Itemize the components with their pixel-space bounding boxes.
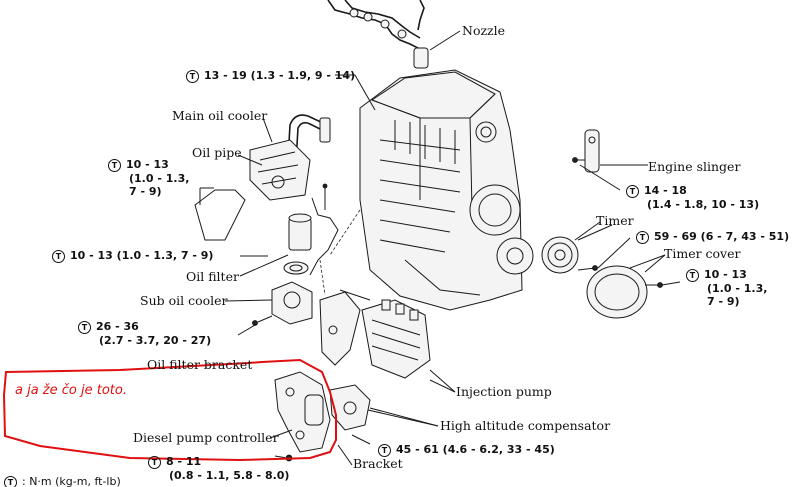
torque-value: 7 - 9) <box>707 294 740 308</box>
torque-value: (1.0 - 1.3, <box>129 171 190 185</box>
torque-spec-9: T 45 - 61 (4.6 - 6.2, 33 - 45) <box>378 443 555 457</box>
label-nozzle: Nozzle <box>462 23 506 38</box>
torque-spec-7: T 59 - 69 (6 - 7, 43 - 51) <box>636 230 789 244</box>
timer-part <box>541 221 601 274</box>
torque-wrench-icon: T <box>108 158 121 172</box>
oil-cooler-part <box>194 114 339 276</box>
torque-wrench-icon: T <box>686 268 699 282</box>
sub-oil-cooler-part <box>252 281 313 326</box>
torque-wrench-icon: T <box>626 184 639 198</box>
compensator-part <box>329 384 439 431</box>
torque-value: (1.0 - 1.3, <box>707 281 768 295</box>
label-main-oil-cooler: Main oil cooler <box>172 108 268 123</box>
label-injection-pump: Injection pump <box>456 384 552 399</box>
torque-spec-2: T 10 - 13 (1.0 - 1.3, 7 - 9) <box>108 158 189 198</box>
label-engine-slinger: Engine slinger <box>648 159 741 174</box>
torque-value: 45 - 61 (4.6 - 6.2, 33 - 45) <box>396 443 555 456</box>
torque-wrench-icon: T <box>148 455 161 469</box>
torque-wrench-icon: T <box>52 249 65 263</box>
unit-legend: T : N·m (kg-m, ft-lb) <box>4 475 121 487</box>
label-sub-oil-cooler: Sub oil cooler <box>140 293 228 308</box>
pump-controller-part <box>274 371 331 462</box>
torque-spec-6: T 14 - 18 (1.4 - 1.8, 10 - 13) <box>626 184 759 211</box>
torque-value: 10 - 13 (1.0 - 1.3, 7 - 9) <box>70 249 214 262</box>
torque-spec-1: T 13 - 19 (1.3 - 1.9, 9 - 14) <box>186 69 355 83</box>
engine-slinger-part <box>572 129 640 173</box>
torque-value: (0.8 - 1.1, 5.8 - 8.0) <box>169 468 290 482</box>
torque-spec-3: T 10 - 13 (1.0 - 1.3, 7 - 9) <box>52 249 213 263</box>
unit-legend-text: : N·m (kg-m, ft-lb) <box>22 475 121 487</box>
torque-wrench-icon: T <box>78 320 91 334</box>
oil-filter-part <box>283 213 312 275</box>
torque-wrench-icon: T <box>636 230 649 244</box>
torque-value: 7 - 9) <box>129 184 162 198</box>
torque-spec-4: T 26 - 36 (2.7 - 3.7, 20 - 27) <box>78 320 211 347</box>
label-oil-filter: Oil filter <box>186 269 239 284</box>
label-oil-filter-bracket: Oil filter bracket <box>147 357 253 372</box>
leader-lines <box>199 30 681 466</box>
torque-value: 26 - 36 <box>96 320 139 333</box>
label-bracket: Bracket <box>353 456 403 471</box>
torque-value: 10 - 13 <box>704 268 747 281</box>
red-highlight-outline <box>2 358 337 462</box>
injection-pump-part <box>361 299 456 393</box>
torque-value: 8 - 11 <box>166 455 202 468</box>
torque-value: 59 - 69 (6 - 7, 43 - 51) <box>654 230 790 243</box>
torque-spec-5: T 8 - 11 (0.8 - 1.1, 5.8 - 8.0) <box>148 455 289 482</box>
torque-spec-8: T 10 - 13 (1.0 - 1.3, 7 - 9) <box>686 268 767 308</box>
red-annotation-text: a ja že čo je toto. <box>15 383 127 398</box>
label-timer: Timer <box>596 213 634 228</box>
timer-cover-part <box>586 254 666 319</box>
torque-wrench-icon: T <box>4 475 17 487</box>
torque-value: 10 - 13 <box>126 158 169 171</box>
injection-lines <box>327 0 429 69</box>
label-high-altitude-compensator: High altitude compensator <box>440 418 611 433</box>
torque-value: (1.4 - 1.8, 10 - 13) <box>647 197 760 211</box>
engine-block <box>359 69 534 311</box>
pump-bracket-part <box>319 289 371 366</box>
torque-wrench-icon: T <box>186 69 199 83</box>
label-timer-cover: Timer cover <box>664 246 741 261</box>
torque-value: (2.7 - 3.7, 20 - 27) <box>99 333 212 347</box>
label-diesel-pump-controller: Diesel pump controller <box>133 430 279 445</box>
torque-wrench-icon: T <box>378 443 391 457</box>
label-oil-pipe: Oil pipe <box>192 145 242 160</box>
torque-value: 13 - 19 (1.3 - 1.9, 9 - 14) <box>204 69 356 82</box>
torque-value: 14 - 18 <box>644 184 687 197</box>
